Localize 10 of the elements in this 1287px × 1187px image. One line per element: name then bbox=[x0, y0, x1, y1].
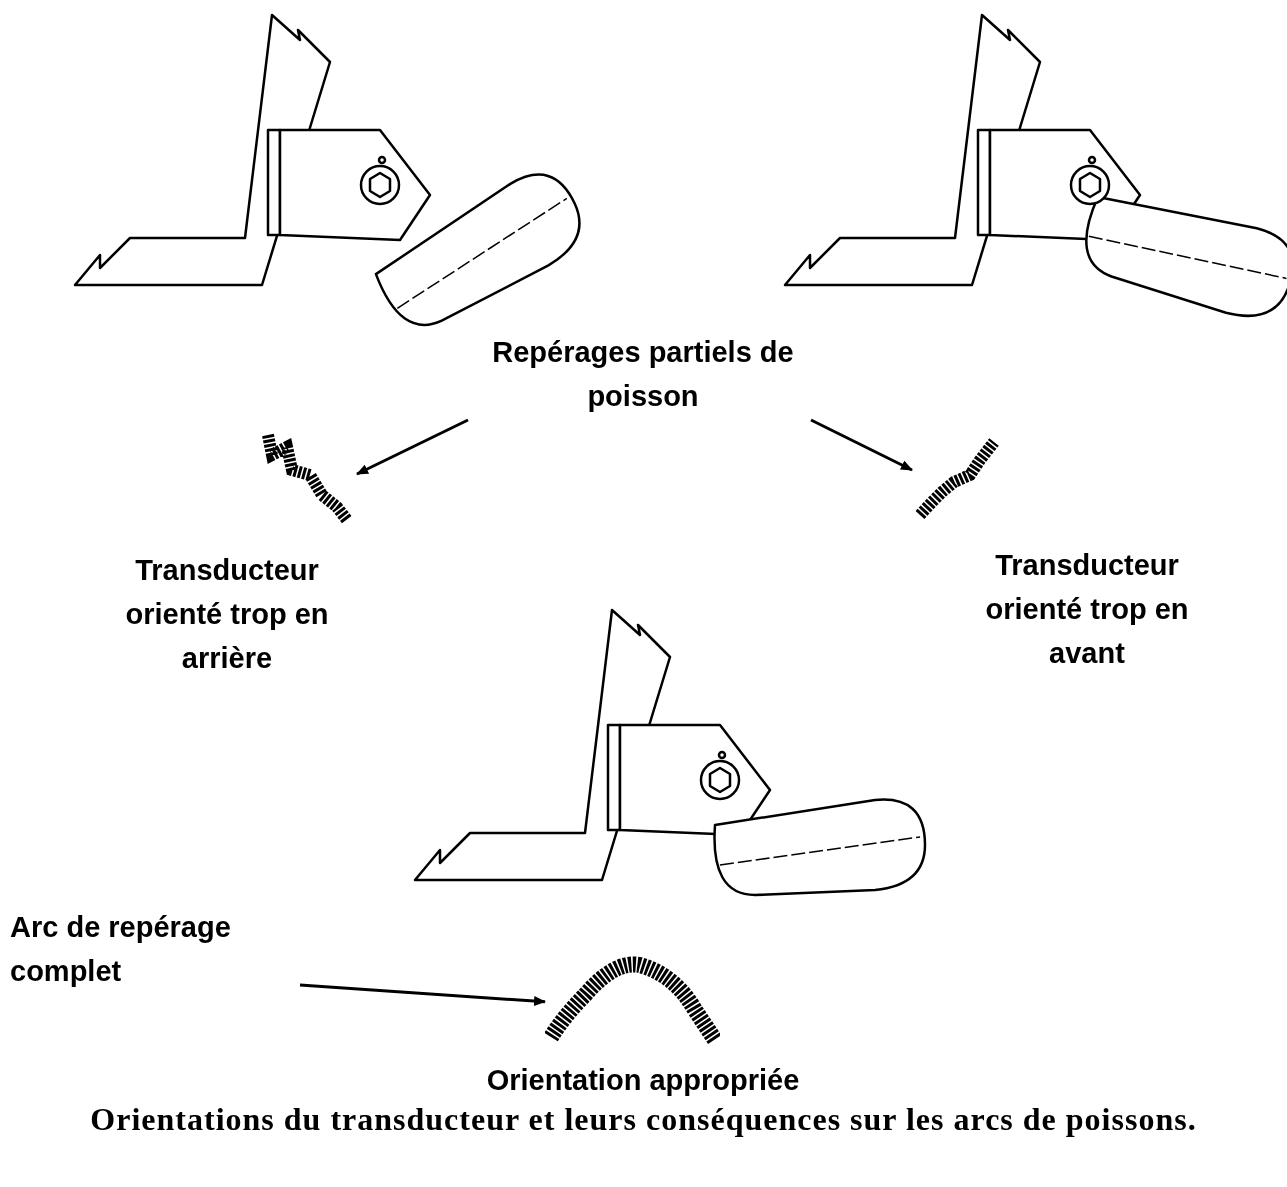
figure-caption: Orientations du transducteur et leurs conséquences sur les arcs de poissons. bbox=[89, 1100, 1198, 1139]
callout-text: Repérages partiels de poisson bbox=[443, 330, 843, 420]
caption-text: Transducteur orienté trop en avant bbox=[984, 548, 1190, 671]
caption-text: Transducteur orienté trop en arrière bbox=[124, 553, 330, 676]
leader-arrow bbox=[356, 418, 469, 476]
caption-text: Orientation appropriée bbox=[485, 1063, 801, 1098]
callout-text: Arc de repérage complet bbox=[10, 905, 300, 995]
leader-arrow bbox=[299, 983, 546, 1007]
leader-arrow bbox=[810, 418, 913, 472]
fish-arc-picture bbox=[545, 955, 720, 1045]
